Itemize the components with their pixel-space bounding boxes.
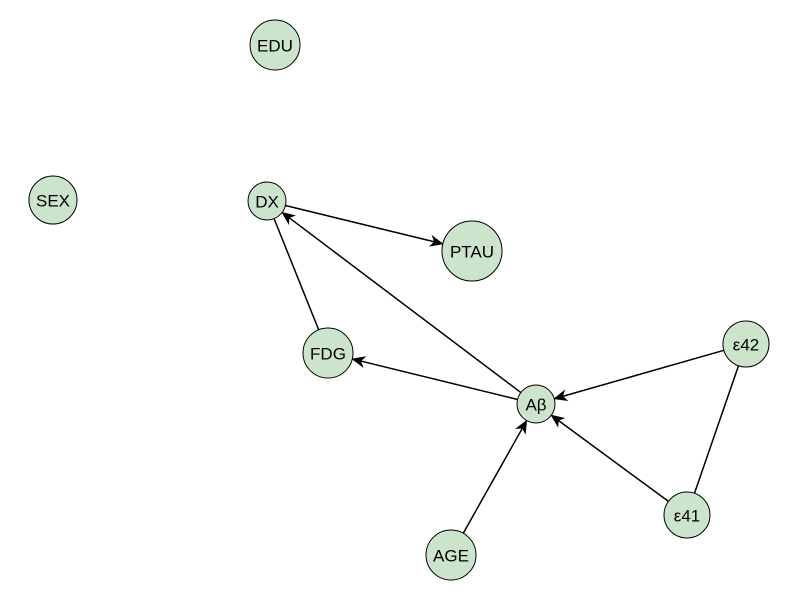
edge-ab-fdg [351,356,518,401]
node-label: EDU [257,37,293,56]
node-age: AGE [425,529,477,581]
node-fdg: FDG [302,327,354,379]
node-label: ε42 [733,336,760,355]
node-circle [722,320,770,368]
node-label: FDG [310,345,346,364]
edge-dx-ptau [285,204,444,247]
node-ptau: PTAU [441,220,503,282]
node-e41: ε41 [663,491,711,539]
node-label: Aβ [525,396,546,415]
node-edu: EDU [249,19,301,71]
node-circle [249,19,301,71]
node-circle [516,384,556,424]
node-circle [663,491,711,539]
node-circle [425,529,477,581]
node-dx: DX [247,181,287,221]
node-label: SEX [36,192,70,211]
node-circle [441,220,503,282]
edge-fdg-dx [273,218,320,331]
edge-e42-e41 [693,365,740,494]
node-circle [302,327,354,379]
node-sex: SEX [28,175,78,225]
edge-age-ab [462,419,528,534]
node-ab: Aβ [516,384,556,424]
node-label: AGE [433,547,469,566]
node-e42: ε42 [722,320,770,368]
edge-e41-ab [550,414,669,502]
node-circle [28,175,78,225]
edge-e42-ab [553,349,725,401]
edge-ab-dx [281,211,522,394]
node-circle [247,181,287,221]
node-label: ε41 [674,507,701,526]
node-label: DX [255,193,279,212]
edges-layer [273,204,740,534]
node-label: PTAU [450,243,494,262]
